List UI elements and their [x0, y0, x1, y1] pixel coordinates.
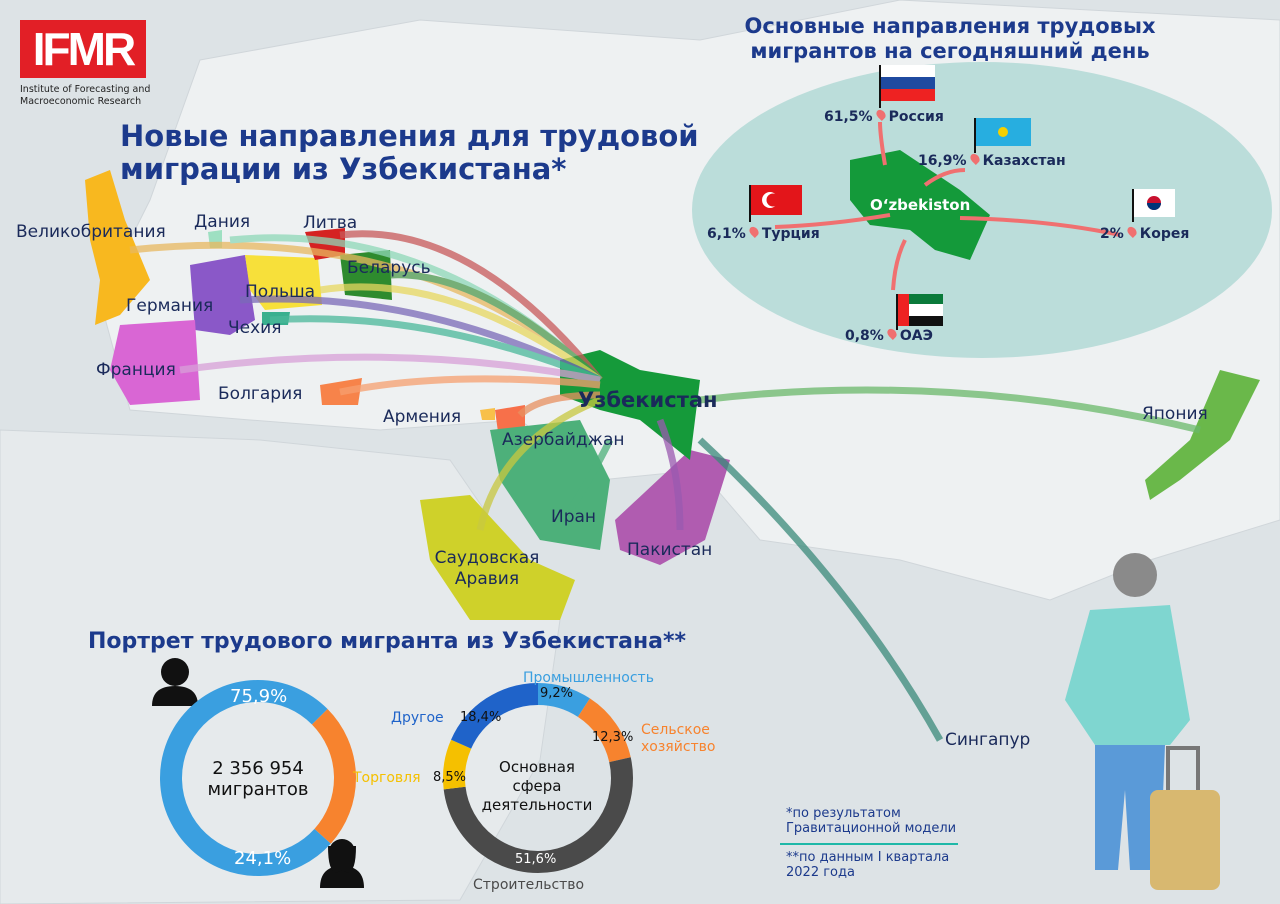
name: Корея: [1139, 226, 1190, 242]
name: Казахстан: [982, 153, 1066, 169]
center-line: деятельности: [481, 796, 593, 814]
donut-segment-Промышленность: [537, 683, 590, 718]
dest-uae: 0,8% ОАЭ: [845, 326, 933, 344]
pin-icon: [747, 224, 761, 239]
logo-subtitle: Institute of Forecasting and Macroeconom…: [20, 84, 151, 107]
pin-icon: [885, 326, 899, 341]
total-unit: мигрантов: [207, 779, 309, 800]
pin-icon: [968, 151, 982, 166]
name: ОАЭ: [899, 328, 933, 344]
current-arrows: [774, 121, 1121, 291]
cat-industry: Промышленность: [523, 670, 654, 686]
label-pakistan: Пакистан: [627, 540, 713, 560]
person-icons: [152, 658, 364, 888]
traveller-illustration: [1065, 553, 1220, 890]
label-belarus: Беларусь: [347, 258, 431, 278]
flags: [749, 65, 1175, 330]
donut-segment-Строительство: [443, 757, 633, 873]
label-female-pct: 24,1%: [234, 848, 292, 869]
dest-korea: 2% Корея: [1100, 224, 1190, 242]
dest-kazakhstan: 16,9% Казахстан: [918, 151, 1066, 169]
title-new-directions: Новые направления для трудовой миграции …: [120, 119, 699, 186]
share: 16,9%: [918, 153, 967, 169]
title-current-directions: Основные направления трудовых мигрантов …: [744, 14, 1156, 63]
label-iran: Иран: [551, 507, 597, 527]
pct-agriculture: 12,3%: [592, 730, 634, 745]
label-uzbekistan: Узбекистан: [578, 388, 718, 412]
label-denmark: Дания: [194, 212, 251, 232]
ifmr-logo: IFMR: [20, 20, 146, 78]
pct-industry: 9,2%: [540, 686, 574, 701]
share: 2%: [1100, 226, 1124, 242]
cat-construction: Строительство: [473, 877, 585, 893]
label-bulgaria: Болгария: [218, 384, 303, 404]
center-line: сфера: [512, 777, 562, 795]
cat-trade: Торговля: [353, 770, 421, 786]
pin-icon: [874, 107, 888, 122]
note-q1-2022: **по данным I квартала 2022 года: [786, 850, 950, 880]
pct-construction: 51,6%: [515, 852, 557, 867]
label-germany: Германия: [126, 296, 214, 316]
pct-other: 18,4%: [460, 710, 502, 725]
donut-segment-Женщины: [311, 709, 356, 844]
pct-trade: 8,5%: [433, 770, 467, 785]
label-saudi: Саудовская Аравия: [434, 548, 540, 589]
label-azerbaijan: Азербайджан: [502, 430, 625, 450]
donut-segment-Сельское хозяйство: [577, 698, 631, 763]
label-poland: Польша: [245, 282, 316, 302]
donut-segment-Другое: [451, 683, 539, 749]
migration-arrows: [129, 230, 1201, 742]
title-portrait: Портрет трудового мигранта из Узбекистан…: [88, 629, 686, 654]
total-count: 2 356 954: [212, 758, 304, 779]
dest-russia: 61,5% Россия: [824, 107, 944, 125]
cat-agriculture: Сельское хозяйство: [641, 722, 716, 755]
label-singapore: Сингапур: [945, 730, 1031, 750]
donut-segment-Мужчины: [160, 680, 331, 876]
pin-icon: [1125, 224, 1139, 239]
label-czech: Чехия: [228, 318, 282, 338]
name: Турция: [761, 226, 820, 242]
share: 0,8%: [845, 328, 884, 344]
cat-other: Другое: [391, 710, 444, 726]
label-uk: Великобритания: [16, 222, 166, 242]
name: Россия: [888, 109, 944, 125]
label-lithuania: Литва: [303, 213, 358, 233]
current-origin-label: O‘zbekiston: [870, 196, 971, 214]
note-gravity-model: *по результатом Гравитационной модели: [786, 806, 957, 836]
donut-segment-Торговля: [443, 739, 472, 790]
share: 61,5%: [824, 109, 873, 125]
share: 6,1%: [707, 226, 746, 242]
center-line: Основная: [499, 758, 575, 776]
label-armenia: Армения: [383, 407, 462, 427]
dest-turkey: 6,1% Турция: [707, 224, 820, 242]
label-male-pct: 75,9%: [230, 686, 288, 707]
label-japan: Япония: [1142, 404, 1208, 424]
label-france: Франция: [96, 360, 176, 380]
